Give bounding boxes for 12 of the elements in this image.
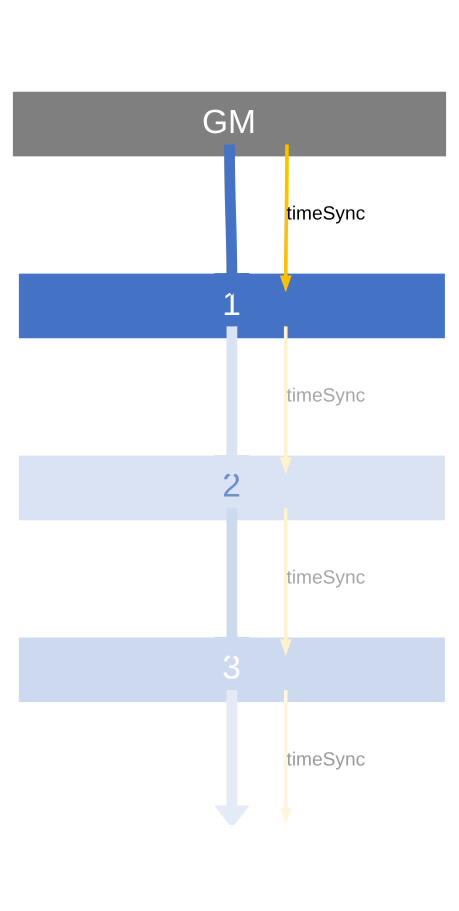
arrow — [214, 144, 250, 296]
arrow — [280, 326, 292, 474]
arrow — [214, 508, 250, 659]
arrow — [280, 144, 292, 292]
arrow — [280, 508, 292, 656]
arrow — [280, 690, 292, 824]
node-box: GM — [12, 91, 446, 156]
edge-label: timeSync — [286, 566, 366, 588]
edge-label: timeSync — [286, 748, 366, 770]
edge-label: timeSync — [286, 384, 366, 406]
arrow — [214, 326, 250, 477]
arrow — [214, 690, 250, 824]
